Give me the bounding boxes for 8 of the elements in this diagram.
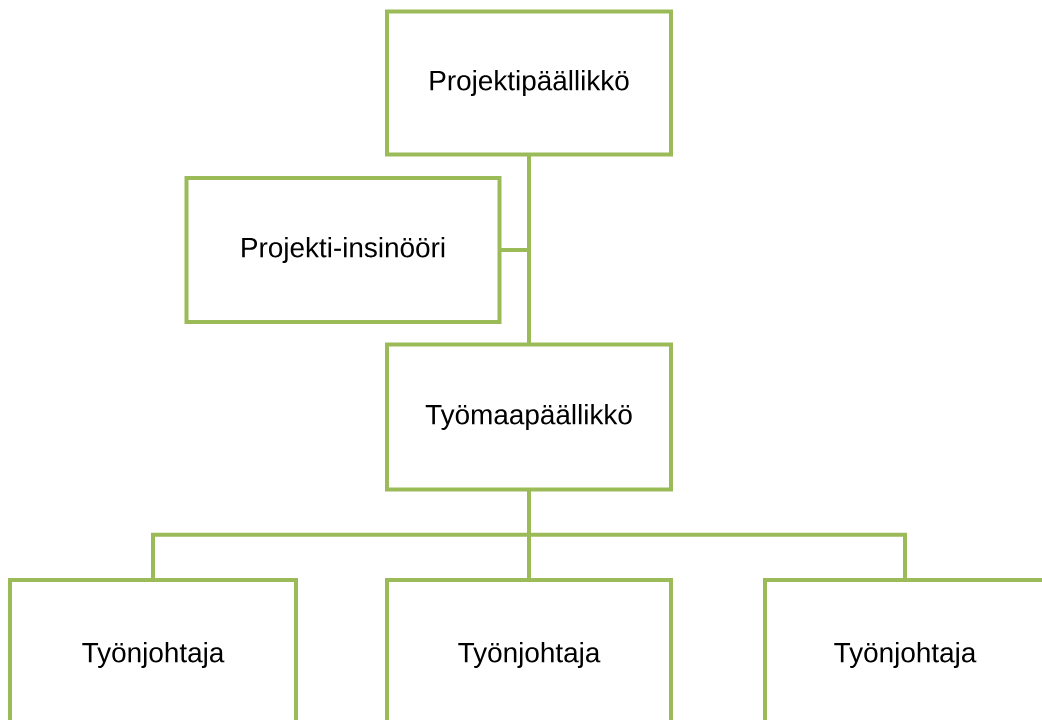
connector-line bbox=[527, 489, 907, 580]
org-box: Projektipäällikkö bbox=[385, 9, 673, 157]
org-box: Työmaapäällikkö bbox=[385, 342, 673, 492]
org-box: Projekti-insinööri bbox=[184, 176, 502, 324]
org-box: Työnjohtaja bbox=[385, 578, 673, 720]
org-box: Työnjohtaja bbox=[8, 578, 298, 720]
org-box: Työnjohtaja bbox=[763, 578, 1042, 720]
connector-line bbox=[499, 154, 531, 252]
